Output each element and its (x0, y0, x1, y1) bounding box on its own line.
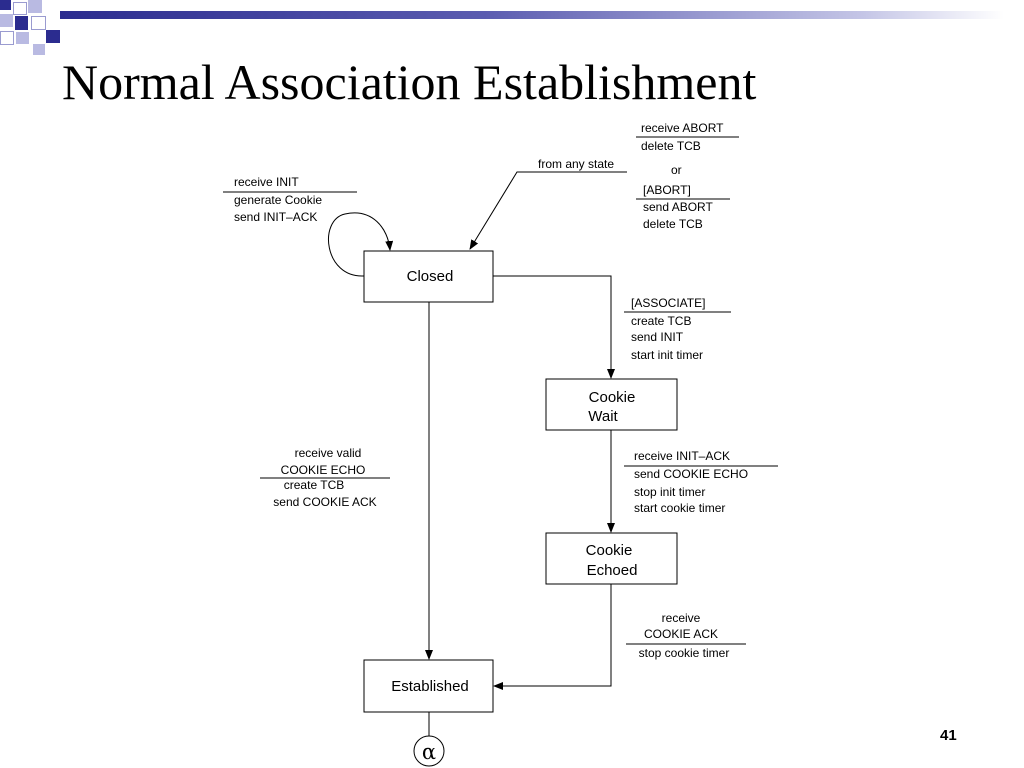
corner-square-9 (33, 44, 45, 55)
self-loop-arrow (328, 212, 394, 277)
associate-action-3: start init timer (631, 348, 703, 362)
abort-action-1: delete TCB (641, 139, 701, 153)
state-cookie-wait-label-1: Cookie (589, 389, 636, 406)
init-ack-action-3: start cookie timer (634, 501, 725, 515)
self-loop-action-1: generate Cookie (234, 193, 322, 207)
slide-title: Normal Association Establishment (62, 54, 757, 110)
state-cookie-wait-label-2: Wait (588, 408, 618, 425)
cookie-echo-event-1: receive valid (295, 446, 362, 460)
abort-action-2a: send ABORT (643, 200, 713, 214)
alpha-symbol: α (422, 740, 436, 764)
page-number: 41 (940, 727, 957, 744)
cookie-ack-event-1: receive (662, 611, 701, 625)
title-rule (60, 11, 1004, 19)
abort-event-2: [ABORT] (643, 183, 691, 197)
associate-action-1: create TCB (631, 314, 691, 328)
corner-square-6 (31, 16, 46, 30)
init-ack-action-1: send COOKIE ECHO (634, 467, 748, 481)
cookie-ack-arrow (493, 584, 612, 690)
corner-square-4 (0, 14, 13, 27)
associate-action-2: send INIT (631, 330, 684, 344)
corner-square-10 (46, 30, 60, 43)
from-any-state-arrow (469, 171, 627, 250)
state-cookie-echoed-box (545, 532, 678, 585)
corner-square-3 (28, 0, 42, 13)
corner-square-8 (16, 32, 29, 44)
corner-square-7 (0, 31, 14, 45)
abort-event-1: receive ABORT (641, 121, 724, 135)
abort-or: or (671, 163, 682, 177)
associate-event: [ASSOCIATE] (631, 296, 705, 310)
cookie-echo-action-2: send COOKIE ACK (273, 495, 376, 509)
state-cookie-echoed-label-1: Cookie (586, 542, 633, 559)
alpha-circle (413, 735, 445, 767)
corner-square-2 (13, 2, 27, 15)
cookie-echo-event-2: COOKIE ECHO (281, 463, 366, 477)
state-cookie-wait-box (545, 378, 678, 431)
associate-arrow (493, 275, 615, 379)
init-ack-action-2: stop init timer (634, 485, 705, 499)
cookie-echo-action-1: create TCB (284, 478, 344, 492)
state-established-label: Established (391, 678, 469, 695)
self-loop-action-2: send INIT–ACK (234, 210, 317, 224)
state-cookie-echoed-label-2: Echoed (587, 562, 638, 579)
from-any-state-label: from any state (538, 157, 614, 171)
state-closed-label: Closed (407, 268, 454, 285)
cookie-ack-action: stop cookie timer (639, 646, 730, 660)
self-loop-event: receive INIT (234, 175, 299, 189)
abort-action-2b: delete TCB (643, 217, 703, 231)
corner-square-5 (15, 16, 28, 30)
cookie-ack-event-2: COOKIE ACK (644, 627, 718, 641)
corner-square-1 (0, 0, 11, 10)
init-ack-event: receive INIT–ACK (634, 449, 730, 463)
